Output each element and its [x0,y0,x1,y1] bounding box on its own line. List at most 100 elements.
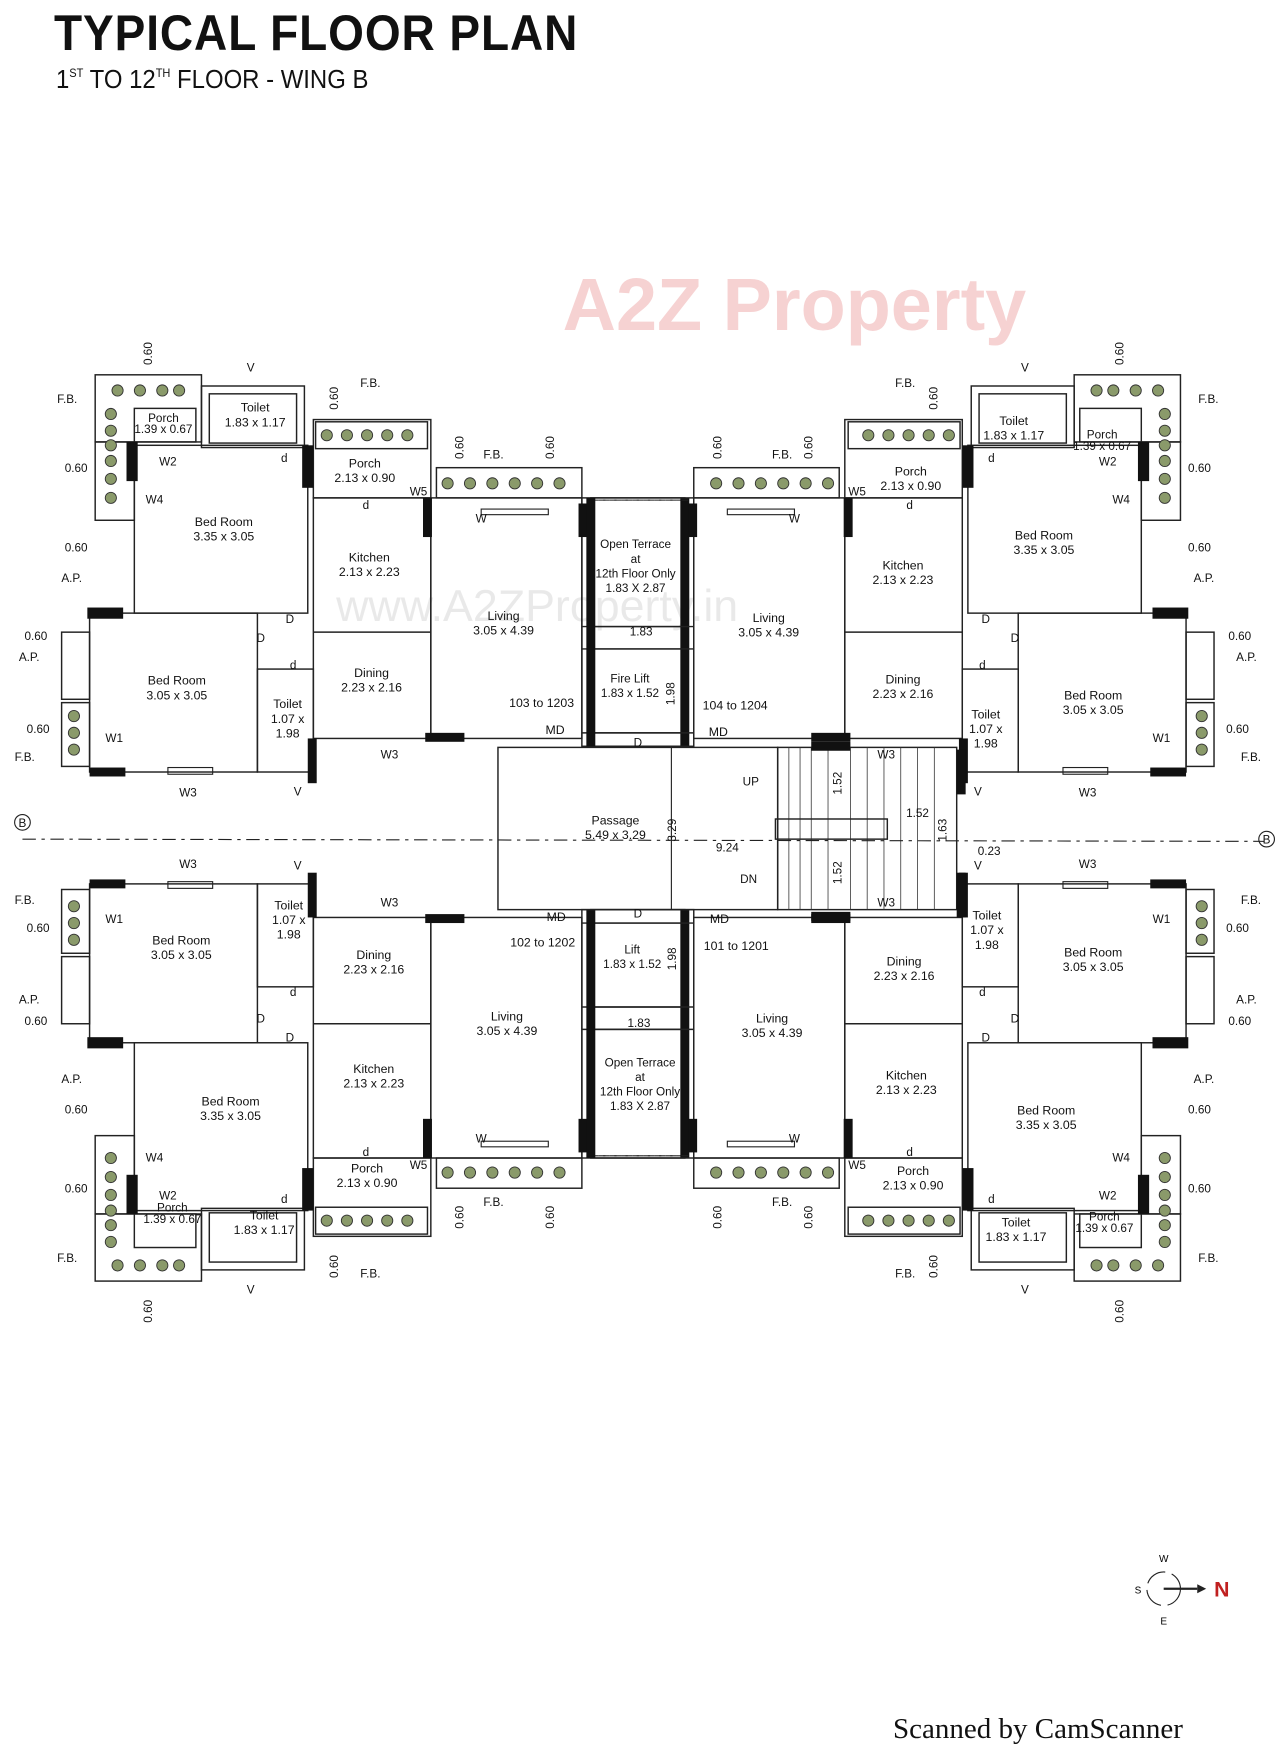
main-door-label: MD [709,725,728,739]
passage-name: Passage [592,814,640,828]
tag-w2: W2 [1099,1189,1117,1202]
tag-ap: A.P. [61,572,82,585]
tag-d: d [363,1146,370,1159]
tag-ap: A.P. [1194,1073,1215,1086]
tag-dim: 0.60 [65,1103,88,1116]
tag-d: d [363,499,370,512]
room-bed-b-name: Bed Room [1064,688,1122,702]
tag-d: d [290,659,297,672]
tag-ap: A.P. [1194,572,1215,585]
room-toilet-b-size: 1.98 [974,736,998,750]
tag-w5: W5 [848,1159,866,1172]
room-toilet-a-name: Toilet [241,401,270,415]
room-living-size: 3.05 x 4.39 [742,1026,803,1040]
tag-dim: 0.60 [544,436,557,459]
tag-w4: W4 [146,493,164,506]
room-dining-size: 2.23 x 2.16 [874,969,935,983]
tag-dim: 0.60 [802,1205,815,1228]
room-porch-b-name: Porch [895,465,927,479]
tag-ap: A.P. [1236,651,1257,664]
tag-d: d [281,1193,288,1206]
compass-west: W [1159,1554,1169,1565]
tag-w4: W4 [1112,493,1130,506]
main-door-label: MD [710,912,729,926]
tag-dim: 0.60 [142,342,155,365]
room-bed-a-size: 3.35 x 3.05 [193,529,254,543]
room-kitchen-name: Kitchen [882,558,923,572]
compass: N W S E [1135,1554,1230,1628]
dim-3-29: 3.29 [666,819,679,842]
room-porch-b-name: Porch [349,457,381,471]
room-living-size: 3.05 x 4.39 [738,626,799,640]
tag-ap: A.P. [19,651,40,664]
room-dining-name: Dining [356,948,391,962]
tag-dim: 0.60 [328,1255,341,1278]
tag-d: d [988,452,995,465]
room-dining-name: Dining [886,673,921,687]
tag-fb: F.B. [772,449,792,462]
tag-dim: 0.60 [802,436,815,459]
tag-dim: 0.60 [24,1015,47,1028]
tag-dim: 0.60 [27,922,50,935]
room-living-name: Living [756,1012,788,1026]
tag-v: V [247,361,255,374]
tag-dim: 0.60 [24,630,47,643]
stair-core [14,741,1276,921]
tag-ap: A.P. [19,994,40,1007]
room-kitchen-name: Kitchen [349,551,390,565]
subtitle-part: TO 12 [83,64,156,94]
tag-d: d [979,986,986,999]
tag-w3: W3 [381,896,399,909]
tag-D: D [257,1013,265,1026]
tag-dim: 0.60 [712,1205,725,1228]
tag-fb: F.B. [360,377,380,390]
section-marker-right [1258,830,1276,848]
tag-dim: 0.60 [1188,462,1211,475]
tag-dim: 0.60 [712,436,725,459]
room-porch-small-name: Porch [148,412,179,425]
room-toilet-a-size: 1.83 x 1.17 [225,415,286,429]
open-terrace-bottom-label: 1.83 X 2.87 [610,1100,670,1113]
tag-w1: W1 [1153,913,1171,926]
dim-1-83: 1.83 [628,1017,651,1030]
tag-w4: W4 [146,1151,164,1164]
section-marker-left [14,813,31,831]
main-door-label: MD [545,723,564,737]
room-bed-a-size: 3.35 x 3.05 [200,1109,261,1123]
tag-fb: F.B. [895,1268,915,1281]
unit-number: 101 to 1201 [704,939,769,953]
room-toilet-b-size: 1.07 x [272,913,306,927]
room-kitchen-size: 2.13 x 2.23 [343,1077,404,1091]
room-bed-b-size: 3.05 x 3.05 [146,688,207,702]
watermark-url: www.A2ZProperty.in [335,581,738,631]
tag-w3: W3 [1079,787,1097,800]
open-terrace-top-label: at [631,553,642,566]
compass-south: S [1135,1585,1142,1596]
unit-number: 104 to 1204 [703,698,768,712]
dim-1-98: 1.98 [666,947,679,970]
tag-dim: 0.60 [928,1255,941,1278]
tag-w: W [476,513,488,526]
room-dining-name: Dining [354,666,389,680]
tag-d: d [281,452,288,465]
room-toilet-b-name: Toilet [971,707,1000,721]
tag-dim: 0.60 [27,723,50,736]
tag-v: V [247,1283,255,1296]
tag-fb: F.B. [360,1268,380,1281]
tag-v: V [974,786,982,799]
room-toilet-b-size: 1.07 x [970,923,1004,937]
subtitle-part: 1 [56,64,70,94]
page-title: TYPICAL FLOOR PLAN [54,5,579,61]
tag-fb: F.B. [1241,751,1261,764]
dim-1-83: 1.83 [630,626,653,639]
room-porch-small-size: 1.39 x 0.67 [1073,440,1131,453]
tag-w: W [789,513,801,526]
room-bed-a-name: Bed Room [1015,528,1073,542]
open-terrace-bottom-label: 12th Floor Only [600,1085,680,1098]
tag-dim: 0.60 [65,462,88,475]
watermark-logo: A2Z Property [563,263,1027,346]
tag-w3: W3 [381,749,399,762]
room-toilet-a-name: Toilet [1002,1215,1031,1229]
tag-d: d [906,499,913,512]
room-toilet-a-size: 1.83 x 1.17 [234,1223,295,1237]
